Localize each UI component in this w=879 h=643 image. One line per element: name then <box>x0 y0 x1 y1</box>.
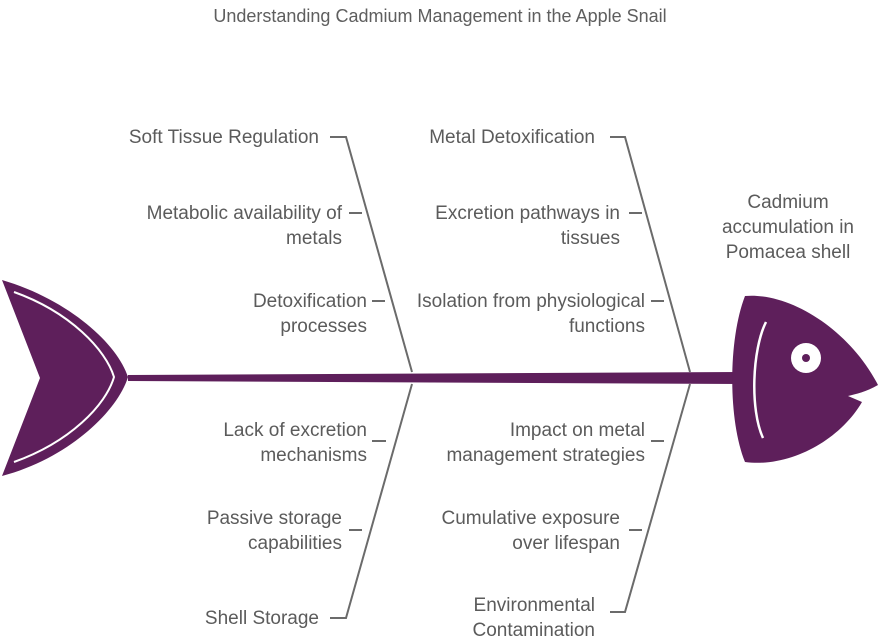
bone-bottom-left <box>330 383 413 619</box>
cause-top-left-1: Metabolic availability of metals <box>146 203 342 249</box>
fish-head <box>732 295 878 463</box>
category-bottom-left: Shell Storage <box>204 608 319 629</box>
cause-bottom-left-2: Passive storage capabilities <box>206 508 342 554</box>
bone-top-right <box>610 136 691 373</box>
cause-top-right-2: Isolation from physiological functions <box>416 291 645 337</box>
cause-top-right-1: Excretion pathways in tissues <box>435 203 620 249</box>
diagram-title: Understanding Cadmium Management in the … <box>213 6 667 26</box>
fish-tail <box>2 280 128 476</box>
cause-bottom-right-2: Cumulative exposure over lifespan <box>441 508 620 554</box>
category-bottom-right: Environmental Contamination <box>472 595 595 641</box>
fish-gill <box>753 321 768 439</box>
category-top-right: Metal Detoxification <box>429 127 595 148</box>
effect-label: Cadmium accumulation in Pomacea shell <box>721 192 855 263</box>
fish-spine <box>128 372 740 384</box>
fish-tail-highlight <box>13 291 116 463</box>
bone-bottom-right <box>610 383 691 613</box>
category-top-left: Soft Tissue Regulation <box>128 127 319 148</box>
cause-bottom-left-1: Lack of excretion mechanisms <box>223 420 367 466</box>
cause-bottom-right-1: Impact on metal management strategies <box>446 420 645 466</box>
fish-pupil <box>802 354 810 362</box>
fish-bones <box>330 136 691 619</box>
bone-top-left <box>330 136 413 373</box>
cause-top-left-2: Detoxification processes <box>252 291 367 337</box>
